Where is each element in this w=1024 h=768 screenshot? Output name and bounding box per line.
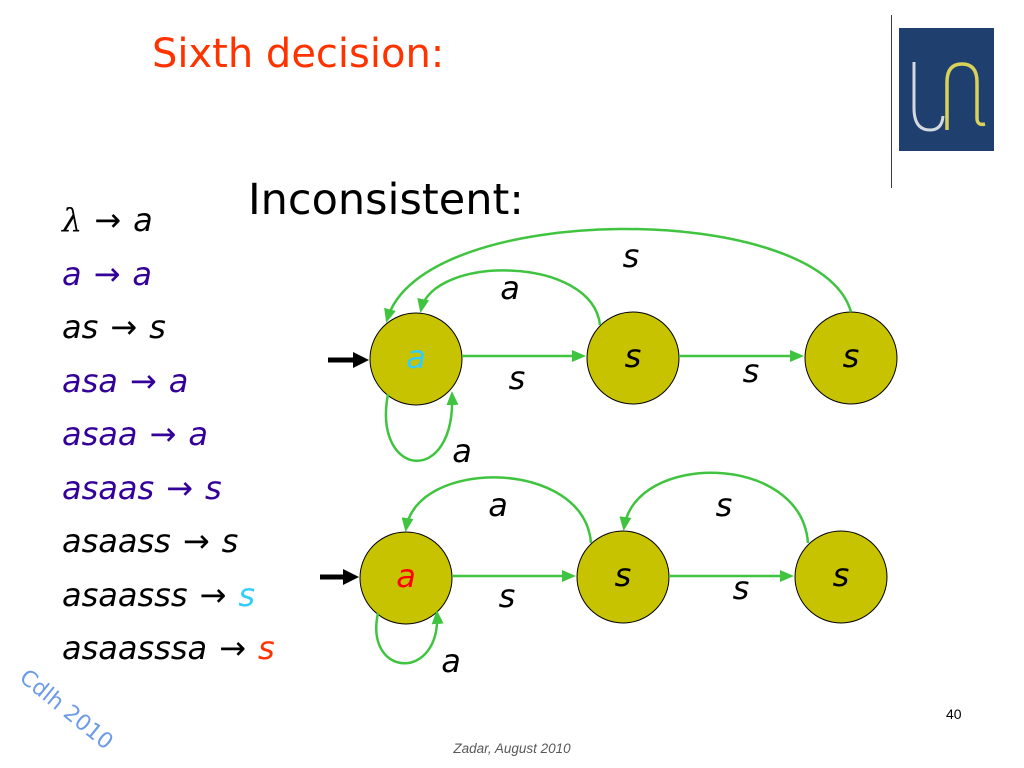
rule-lhs: λ bbox=[62, 201, 83, 239]
state-circle bbox=[359, 531, 453, 625]
rule-row: asaas → s bbox=[62, 462, 275, 516]
rule-lhs: asaasssa bbox=[62, 629, 208, 667]
transition-edge bbox=[417, 269, 602, 326]
page-number: 40 bbox=[946, 706, 962, 722]
rule-rhs: a bbox=[168, 361, 189, 400]
rule-row: as → s bbox=[62, 301, 275, 355]
rule-row: asa → a bbox=[62, 355, 275, 409]
rules-list: λ → a a → a as → s asa → a asaa → a asaas → s asaass… bbox=[62, 194, 275, 676]
rule-arrow: → bbox=[182, 522, 210, 560]
transition-label: s bbox=[716, 486, 733, 524]
transition-label: a bbox=[452, 432, 472, 470]
rule-arrow: → bbox=[199, 575, 227, 614]
rule-row: λ → a bbox=[62, 194, 275, 248]
rule-rhs: s bbox=[221, 522, 239, 560]
transition-label: a bbox=[488, 486, 508, 524]
self-loop-edge bbox=[375, 610, 444, 665]
rule-rhs: s bbox=[257, 629, 275, 667]
logo-n-shape bbox=[945, 62, 986, 130]
slide-title: Sixth decision: bbox=[152, 31, 445, 77]
transition-edge bbox=[401, 476, 593, 544]
rule-arrow: → bbox=[149, 415, 177, 453]
state-label: s bbox=[843, 337, 860, 375]
rule-arrow: → bbox=[219, 629, 246, 667]
self-loop-edge bbox=[384, 391, 459, 462]
university-logo bbox=[899, 28, 994, 151]
rule-lhs: asaa bbox=[62, 415, 138, 453]
transition-label: a bbox=[500, 269, 520, 307]
state-label: s bbox=[833, 556, 850, 594]
transition-label: s bbox=[743, 352, 760, 390]
logo-u-shape bbox=[912, 62, 945, 132]
logo-divider bbox=[891, 15, 892, 188]
rule-arrow: → bbox=[94, 201, 122, 239]
rule-lhs: a bbox=[62, 254, 82, 293]
transition-label: s bbox=[509, 359, 526, 397]
rule-rhs: a bbox=[132, 254, 153, 293]
slide-subtitle: Inconsistent: bbox=[248, 175, 524, 225]
rule-rhs: s bbox=[204, 468, 222, 507]
transition-label: s bbox=[623, 237, 640, 275]
rule-row: asaa → a bbox=[62, 408, 275, 462]
automaton-bottom: a s s s s a s a bbox=[320, 471, 888, 680]
transition-label: a bbox=[441, 642, 461, 680]
state-label: s bbox=[615, 556, 632, 594]
rule-rhs: s bbox=[149, 308, 166, 346]
rule-lhs: asaasss bbox=[62, 575, 188, 614]
state-label: a bbox=[396, 557, 416, 595]
rule-row: a → a bbox=[62, 248, 275, 302]
rule-lhs: asaas bbox=[62, 468, 155, 507]
transition-edge bbox=[619, 471, 810, 544]
transition-label: s bbox=[733, 569, 750, 607]
state-circle bbox=[369, 312, 463, 406]
slide-footer: Zadar, August 2010 bbox=[453, 741, 571, 756]
state-label: a bbox=[406, 338, 426, 376]
rule-arrow: → bbox=[129, 361, 157, 400]
state-label: s bbox=[625, 337, 642, 375]
rule-rhs: s bbox=[238, 575, 255, 614]
transition-label: s bbox=[499, 577, 516, 615]
university-logo-icon bbox=[899, 28, 994, 151]
rule-arrow: → bbox=[166, 468, 193, 507]
rule-row: asaasssa → s bbox=[62, 622, 275, 676]
rule-lhs: asa bbox=[62, 361, 118, 400]
transition-edge bbox=[384, 227, 853, 323]
rule-lhs: as bbox=[62, 308, 99, 346]
state-circle bbox=[586, 311, 680, 405]
rule-rhs: a bbox=[133, 201, 153, 239]
automaton-top: a s s s s a s a bbox=[328, 227, 898, 470]
state-circle bbox=[794, 530, 888, 624]
rule-row: asaass → s bbox=[62, 515, 275, 569]
rule-rhs: a bbox=[188, 415, 208, 453]
rule-lhs: asaass bbox=[62, 522, 171, 560]
rule-arrow: → bbox=[93, 254, 121, 293]
rule-arrow: → bbox=[110, 308, 138, 346]
rule-row: asaasss → s bbox=[62, 569, 275, 623]
